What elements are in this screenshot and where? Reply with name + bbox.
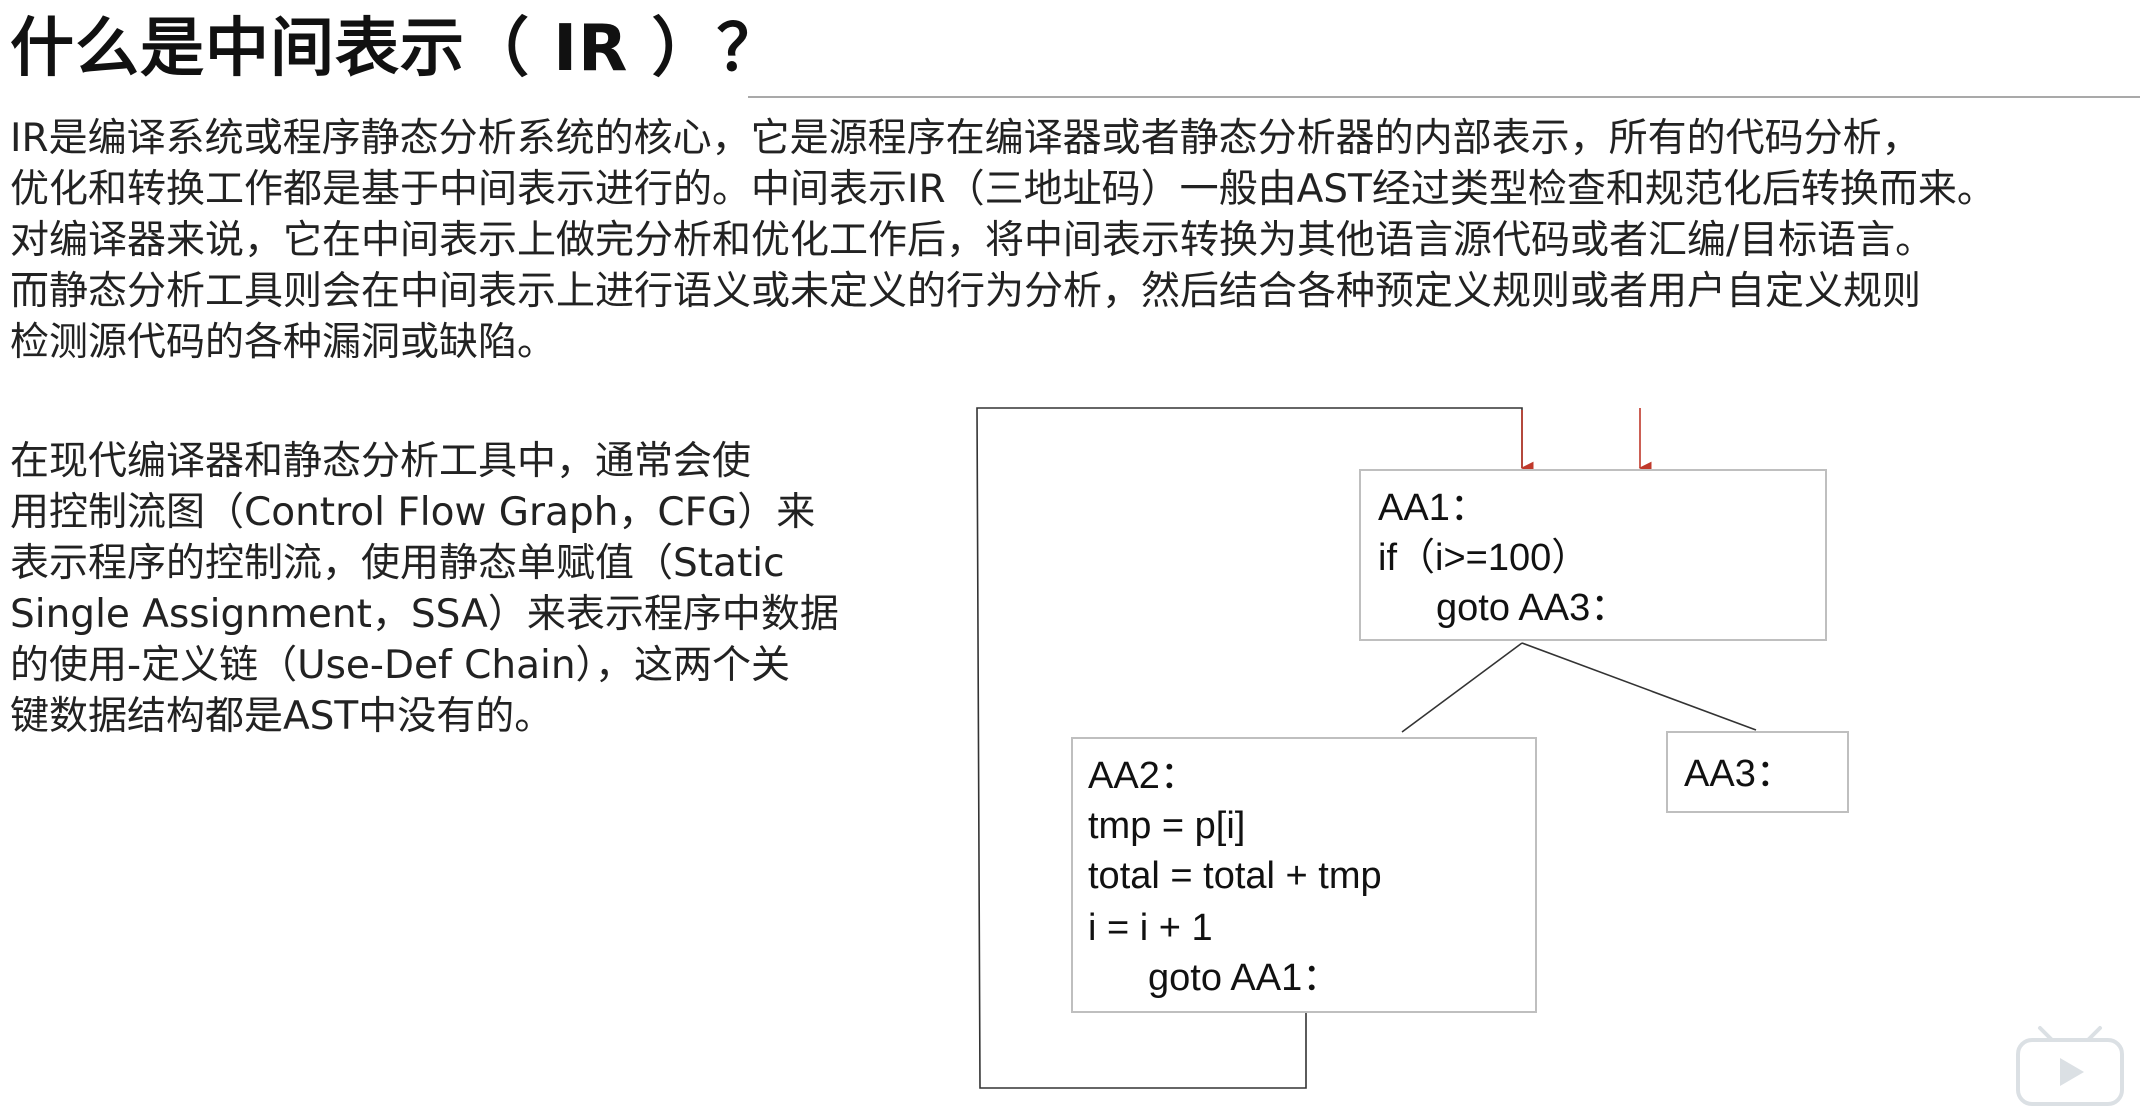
intro-line: 而静态分析工具则会在中间表示上进行语义或未定义的行为分析，然后结合各种预定义规则… [10, 269, 1922, 314]
side-line: 键数据结构都是AST中没有的。 [10, 694, 554, 739]
block-aa3: AA3： [1666, 731, 1849, 813]
edge-aa1-aa3 [1521, 642, 1757, 731]
aa3-label: AA3： [1684, 753, 1794, 795]
side-line: 表示程序的控制流，使用静态单赋值（Static [10, 541, 785, 586]
page-title: 什么是中间表示（ IR ）？ [10, 12, 782, 86]
aa1-label: AA1： [1378, 487, 1488, 529]
intro-paragraph: IR是编译系统或程序静态分析系统的核心，它是源程序在编译器或者静态分析器的内部表… [10, 113, 2135, 368]
aa2-stmt: tmp = p[i] [1088, 805, 1245, 847]
block-aa2: AA2： tmp = p[i] total = total + tmp i = … [1071, 737, 1537, 1013]
side-line: 在现代编译器和静态分析工具中，通常会使 [10, 439, 752, 484]
aa2-stmt: i = i + 1 [1088, 907, 1213, 949]
side-line: Single Assignment，SSA）来表示程序中数据 [10, 592, 839, 637]
side-line: 的使用-定义链（Use-Def Chain），这两个关 [10, 643, 791, 688]
edge-aa1-aa2 [1401, 642, 1523, 733]
aa1-goto: goto AA3： [1436, 587, 1628, 629]
aa2-label: AA2： [1088, 755, 1198, 797]
intro-line: 检测源代码的各种漏洞或缺陷。 [10, 320, 557, 365]
cfg-ssa-paragraph: 在现代编译器和静态分析工具中，通常会使 用控制流图（Control Flow G… [10, 436, 840, 742]
side-line: 用控制流图（Control Flow Graph，CFG）来 [10, 490, 816, 535]
intro-line: IR是编译系统或程序静态分析系统的核心，它是源程序在编译器或者静态分析器的内部表… [10, 116, 1921, 161]
aa2-goto: goto AA1： [1148, 957, 1340, 999]
title-divider [748, 96, 2140, 98]
video-player-icon[interactable] [2010, 1018, 2130, 1108]
block-aa1: AA1： if（i>=100） goto AA3： [1359, 469, 1827, 641]
aa1-condition: if（i>=100） [1378, 537, 1589, 579]
aa2-stmt: total = total + tmp [1088, 855, 1382, 897]
intro-line: 对编译器来说，它在中间表示上做完分析和优化工作后，将中间表示转换为其他语言源代码… [10, 218, 1935, 263]
intro-line: 优化和转换工作都是基于中间表示进行的。中间表示IR（三地址码）一般由AST经过类… [10, 167, 1996, 212]
